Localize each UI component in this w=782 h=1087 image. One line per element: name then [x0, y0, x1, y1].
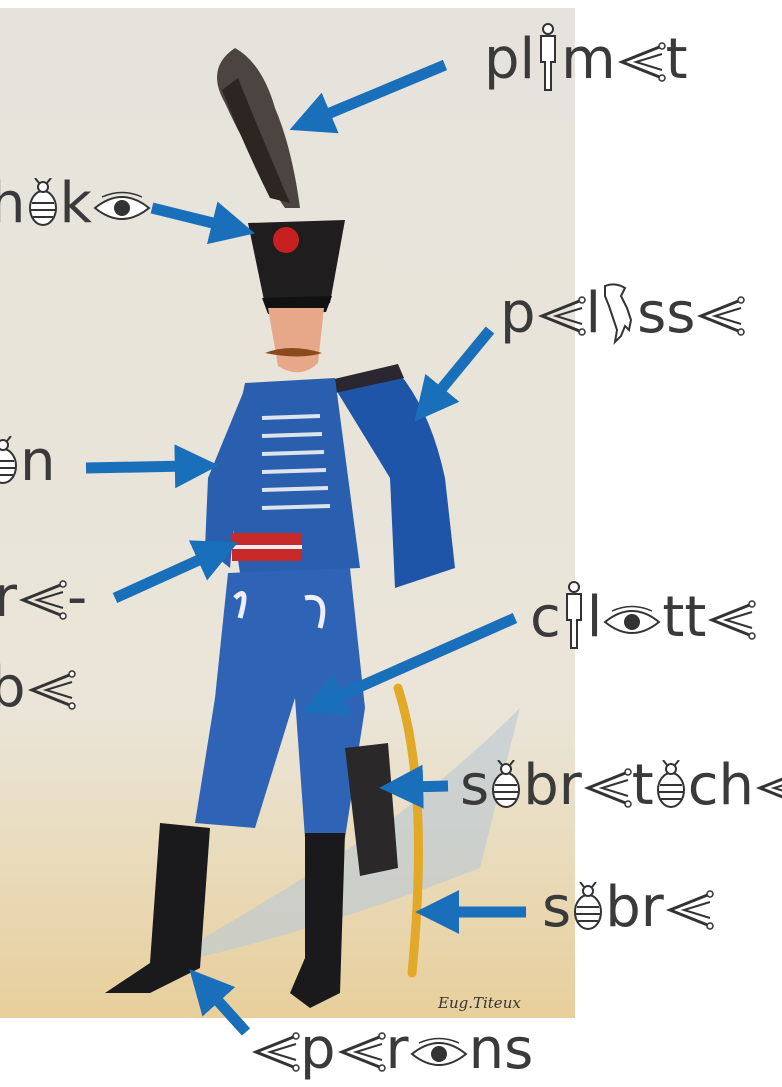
label-text: t — [632, 753, 654, 818]
label-text: - — [67, 565, 87, 630]
eye-icon — [92, 188, 152, 228]
label-text: ss — [637, 281, 695, 346]
eye-icon — [602, 602, 662, 642]
label-text: ns — [469, 1017, 534, 1082]
label-pelisse: plss — [500, 282, 745, 346]
label-text: l — [586, 281, 602, 346]
standing-figure-icon — [535, 22, 561, 92]
bee-icon — [26, 178, 60, 228]
label-text: n — [20, 429, 56, 494]
label-text: m — [561, 27, 616, 92]
label-plumet: plmt — [484, 22, 688, 92]
spur-bracket-icon — [616, 40, 666, 84]
label-shako: hk — [0, 176, 152, 232]
label-text: pl — [484, 27, 535, 92]
spur-bracket-icon — [26, 668, 76, 712]
hussar-illustration — [0, 8, 575, 1018]
label-text: l — [587, 585, 603, 650]
label-text: t — [666, 27, 688, 92]
label-sabretache: sbrtch — [460, 758, 782, 814]
bee-icon — [571, 882, 605, 932]
bee-icon — [654, 760, 688, 810]
label-eperons: prns — [250, 1022, 533, 1078]
label-ceinture-baril: r- — [0, 570, 87, 626]
label-text: h — [0, 171, 26, 236]
label-culotte: cltt — [530, 580, 756, 650]
spur-bracket-icon — [664, 888, 714, 932]
label-text: br — [605, 875, 664, 940]
spur-bracket-icon — [17, 578, 67, 622]
bee-icon — [489, 760, 523, 810]
eye-icon — [409, 1034, 469, 1074]
label-text: r — [0, 565, 17, 630]
standing-figure-icon — [561, 580, 587, 650]
spur-bracket-icon — [582, 766, 632, 810]
spur-bracket-icon — [706, 598, 756, 642]
label-ceinture-baril-line2: b — [0, 660, 76, 716]
label-text: ch — [688, 753, 754, 818]
artist-signature: Eug.Titeux — [438, 994, 521, 1012]
label-text: b — [0, 655, 26, 720]
label-text: s — [542, 875, 571, 940]
label-text: br — [523, 753, 582, 818]
spur-bracket-icon — [250, 1030, 300, 1074]
label-text: k — [60, 171, 92, 236]
shako-cockade — [273, 227, 299, 253]
label-text: c — [530, 585, 561, 650]
spur-bracket-icon — [695, 294, 745, 338]
spur-bracket-icon — [536, 294, 586, 338]
spur-bracket-icon — [754, 766, 782, 810]
label-text: s — [460, 753, 489, 818]
label-text: p — [300, 1017, 336, 1082]
spur-bracket-icon — [336, 1030, 386, 1074]
label-dolman: n — [0, 434, 56, 490]
label-text: tt — [662, 585, 706, 650]
label-sabre: sbr — [542, 880, 714, 936]
italy-map-icon — [601, 282, 637, 346]
bee-icon — [0, 436, 20, 486]
label-text: p — [500, 281, 536, 346]
label-text: r — [386, 1017, 409, 1082]
